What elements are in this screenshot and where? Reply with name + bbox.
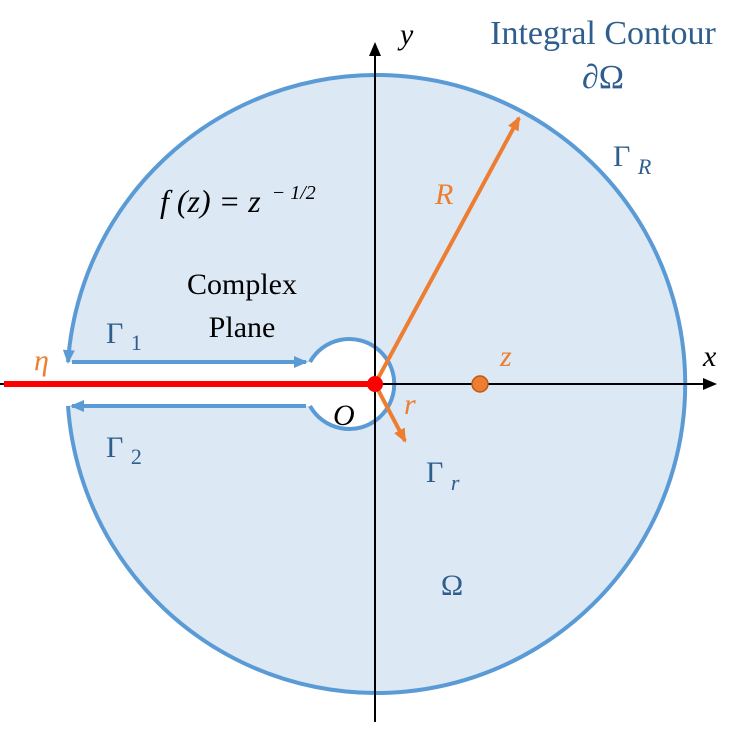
radius-small-label: r [404, 388, 416, 421]
gamma-2-symbol: Γ [106, 431, 123, 464]
radius-small-arrow [373, 383, 407, 443]
gamma-2-label: Γ 2 [106, 431, 142, 469]
y-axis-label: y [397, 18, 414, 51]
omega-label: Ω [441, 569, 463, 602]
complex-plane-label-line-1: Complex [187, 268, 297, 301]
gamma-1-subscript: 1 [131, 330, 142, 355]
title-line-1: Integral Contour [490, 15, 716, 52]
point-z-label: z [499, 340, 512, 373]
gamma-r-inner-subscript: r [451, 470, 460, 495]
radius-big-label: R [434, 178, 453, 211]
complex-plane-label-line-2: Plane [209, 311, 276, 344]
origin-point [367, 376, 383, 392]
gamma-r-inner-symbol: Γ [426, 456, 443, 489]
gamma-r-outer-subscript: R [637, 154, 652, 179]
gamma-r-outer-label: Γ R [613, 140, 652, 179]
formula-exponent: − 1/2 [272, 182, 316, 204]
function-formula: f (z) = z − 1/2 [160, 182, 316, 219]
x-axis-label: x [702, 340, 717, 373]
radius-big-arrow [373, 116, 521, 385]
gamma-r-outer-symbol: Γ [613, 140, 630, 173]
region-omega [68, 75, 686, 693]
formula-lhs: f (z) = z [160, 183, 261, 219]
eta-label: η [34, 344, 49, 377]
title-line-2: ∂Ω [582, 59, 624, 96]
origin-label: O [333, 399, 355, 432]
gamma-2-subscript: 2 [131, 444, 142, 469]
gamma-1-label: Γ 1 [106, 317, 142, 355]
gamma-r-inner-label: Γ r [426, 456, 460, 495]
gamma-1-symbol: Γ [106, 317, 123, 350]
point-z [471, 375, 489, 393]
